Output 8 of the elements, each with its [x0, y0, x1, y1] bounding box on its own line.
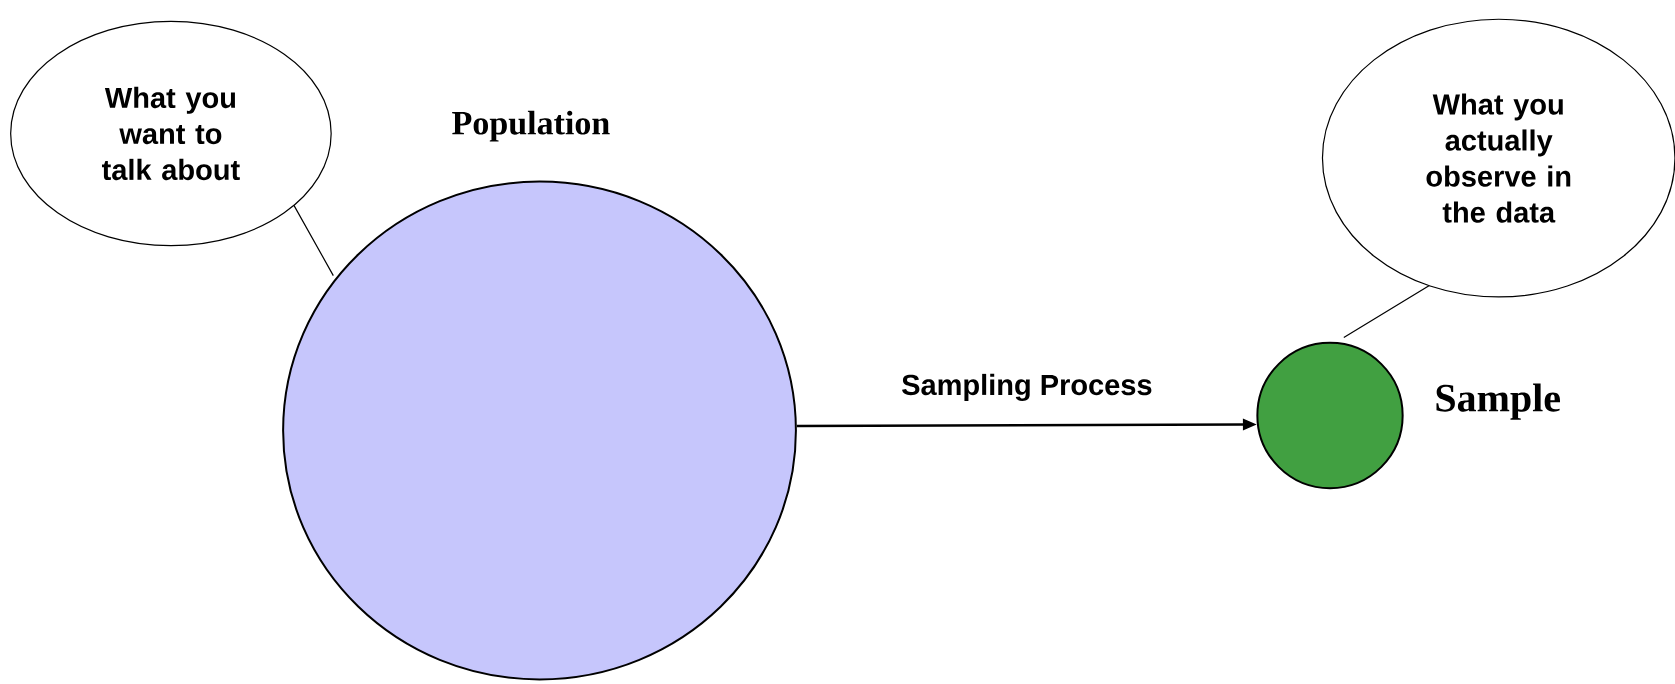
circle [282, 180, 797, 681]
edge-label: Sampling Process [902, 373, 1152, 402]
speech-bubble: What you want to talk about [10, 20, 334, 277]
circle [1256, 341, 1404, 490]
node-label: What you actually observe in the data [1426, 93, 1571, 223]
speech-bubble: What you actually observe in the data [1321, 18, 1675, 339]
circle-label: Sample [1436, 383, 1560, 420]
circle-label: Population [452, 110, 610, 142]
